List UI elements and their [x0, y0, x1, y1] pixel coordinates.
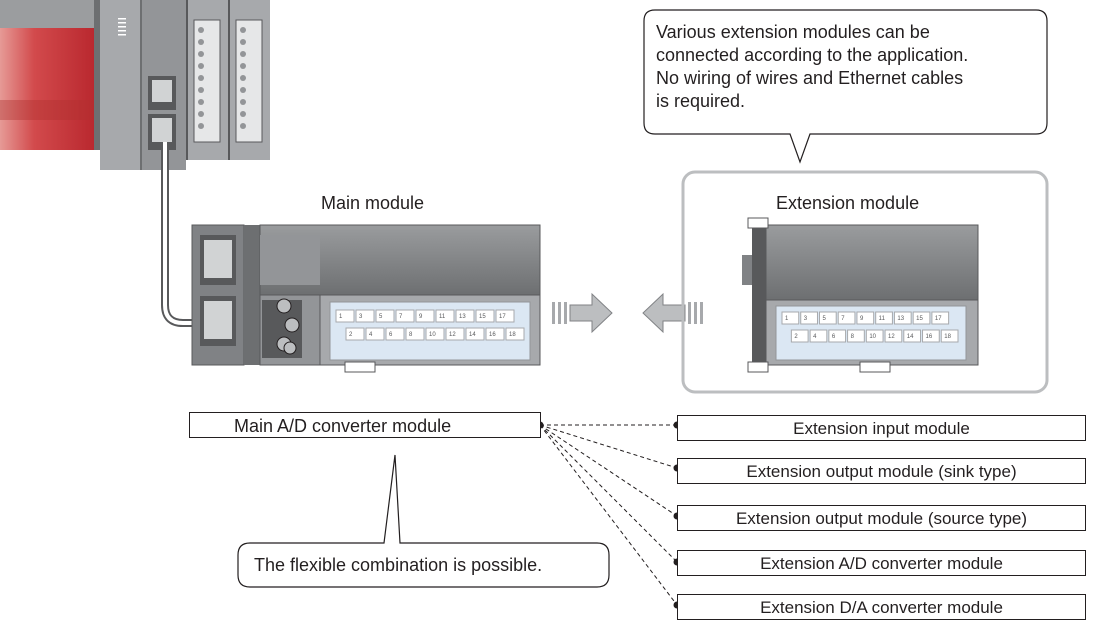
extension-module-label: Extension module [776, 193, 920, 213]
bottom-callout-bubble [237, 454, 610, 588]
terminal-slot [875, 311, 893, 325]
extension-module-device [742, 217, 979, 373]
terminal-slot [365, 327, 385, 341]
terminal-slot [809, 329, 828, 343]
terminal-number: 8 [851, 334, 855, 340]
extension-box-output-sink: Extension output module (sink type) [677, 458, 1086, 484]
terminal-slot [931, 311, 950, 325]
top-callout-line: is required. [656, 91, 746, 111]
terminal-number: 9 [860, 316, 864, 322]
terminal-slot [425, 327, 445, 341]
terminal-number: 12 [449, 332, 456, 338]
terminal-number: 18 [509, 332, 516, 338]
terminal-number: 4 [369, 332, 373, 338]
terminal-number: 13 [897, 316, 904, 322]
main-module-label: Main module [321, 193, 425, 213]
terminal-number: 10 [869, 334, 876, 340]
terminal-number: 11 [439, 314, 446, 320]
terminal-slot [818, 311, 837, 325]
terminal-number: 12 [888, 334, 895, 340]
insertion-arrows [552, 292, 703, 334]
terminal-slot [395, 309, 415, 323]
terminal-number: 2 [349, 332, 353, 338]
terminal-slot [865, 329, 884, 343]
extension-box-output-source: Extension output module (source type) [677, 505, 1086, 531]
terminal-slot [884, 329, 903, 343]
terminal-slot [505, 327, 525, 341]
terminal-slot [790, 329, 809, 343]
terminal-slot [385, 327, 405, 341]
terminal-slot [465, 327, 485, 341]
terminal-slot [435, 309, 455, 323]
terminal-number: 2 [794, 334, 798, 340]
terminal-slot [345, 327, 365, 341]
terminal-slot [375, 309, 395, 323]
top-callout-text: Various extension modules can be connect… [656, 21, 1046, 113]
terminal-number: 16 [489, 332, 496, 338]
terminal-number: 17 [935, 316, 942, 322]
terminal-number: 5 [379, 314, 383, 320]
terminal-number: 1 [785, 316, 789, 322]
terminal-slot [475, 309, 495, 323]
terminal-slot [940, 329, 959, 343]
terminal-slot [893, 311, 912, 325]
terminal-number: 18 [944, 334, 951, 340]
terminal-slot [781, 311, 800, 325]
terminal-slot [828, 329, 847, 343]
terminal-number: 4 [813, 334, 817, 340]
terminal-number: 14 [907, 334, 914, 340]
terminal-slot [903, 329, 922, 343]
terminal-slot [455, 309, 475, 323]
terminal-number: 8 [409, 332, 413, 338]
terminal-slot [405, 327, 425, 341]
terminal-slot [912, 311, 931, 325]
terminal-slot [922, 329, 940, 343]
extension-box-ad: Extension A/D converter module [677, 550, 1086, 576]
terminal-number: 5 [822, 316, 826, 322]
extension-box-da: Extension D/A converter module [677, 594, 1086, 620]
terminal-number: 16 [926, 334, 933, 340]
terminal-number: 14 [469, 332, 476, 338]
terminal-slot [445, 327, 465, 341]
terminal-number: 3 [804, 316, 808, 322]
terminal-number: 13 [459, 314, 466, 320]
terminal-number: 10 [429, 332, 436, 338]
combination-connectors [539, 424, 678, 606]
terminal-slot [485, 327, 505, 341]
terminal-slot [355, 309, 375, 323]
terminal-number: 15 [916, 316, 923, 322]
terminal-number: 1 [339, 314, 343, 320]
terminal-slot [335, 309, 355, 323]
terminal-number: 11 [879, 316, 886, 322]
terminal-slot [495, 309, 515, 323]
terminal-slot [837, 311, 856, 325]
terminal-slot [415, 309, 435, 323]
bottom-callout-text: The flexible combination is possible. [254, 555, 543, 575]
terminal-number: 6 [832, 334, 836, 340]
terminal-number: 6 [389, 332, 393, 338]
main-module-device [191, 224, 541, 373]
terminal-number: 7 [841, 316, 845, 322]
terminal-number: 3 [359, 314, 363, 320]
terminal-number: 7 [399, 314, 403, 320]
top-callout-line: connected according to the application. [656, 45, 969, 65]
top-callout-line: Various extension modules can be [656, 22, 930, 42]
main-module-box: Main A/D converter module [189, 412, 541, 438]
terminal-slot [800, 311, 818, 325]
top-callout-line: No wiring of wires and Ethernet cables [656, 68, 964, 88]
terminal-slot [847, 329, 865, 343]
terminal-number: 17 [499, 314, 506, 320]
terminal-number: 9 [419, 314, 423, 320]
extension-box-input: Extension input module [677, 415, 1086, 441]
terminal-number: 15 [479, 314, 486, 320]
extension-frame [681, 170, 1049, 394]
plc-unit [0, 0, 270, 170]
terminal-slot [856, 311, 875, 325]
top-callout-bubble [643, 9, 1048, 164]
